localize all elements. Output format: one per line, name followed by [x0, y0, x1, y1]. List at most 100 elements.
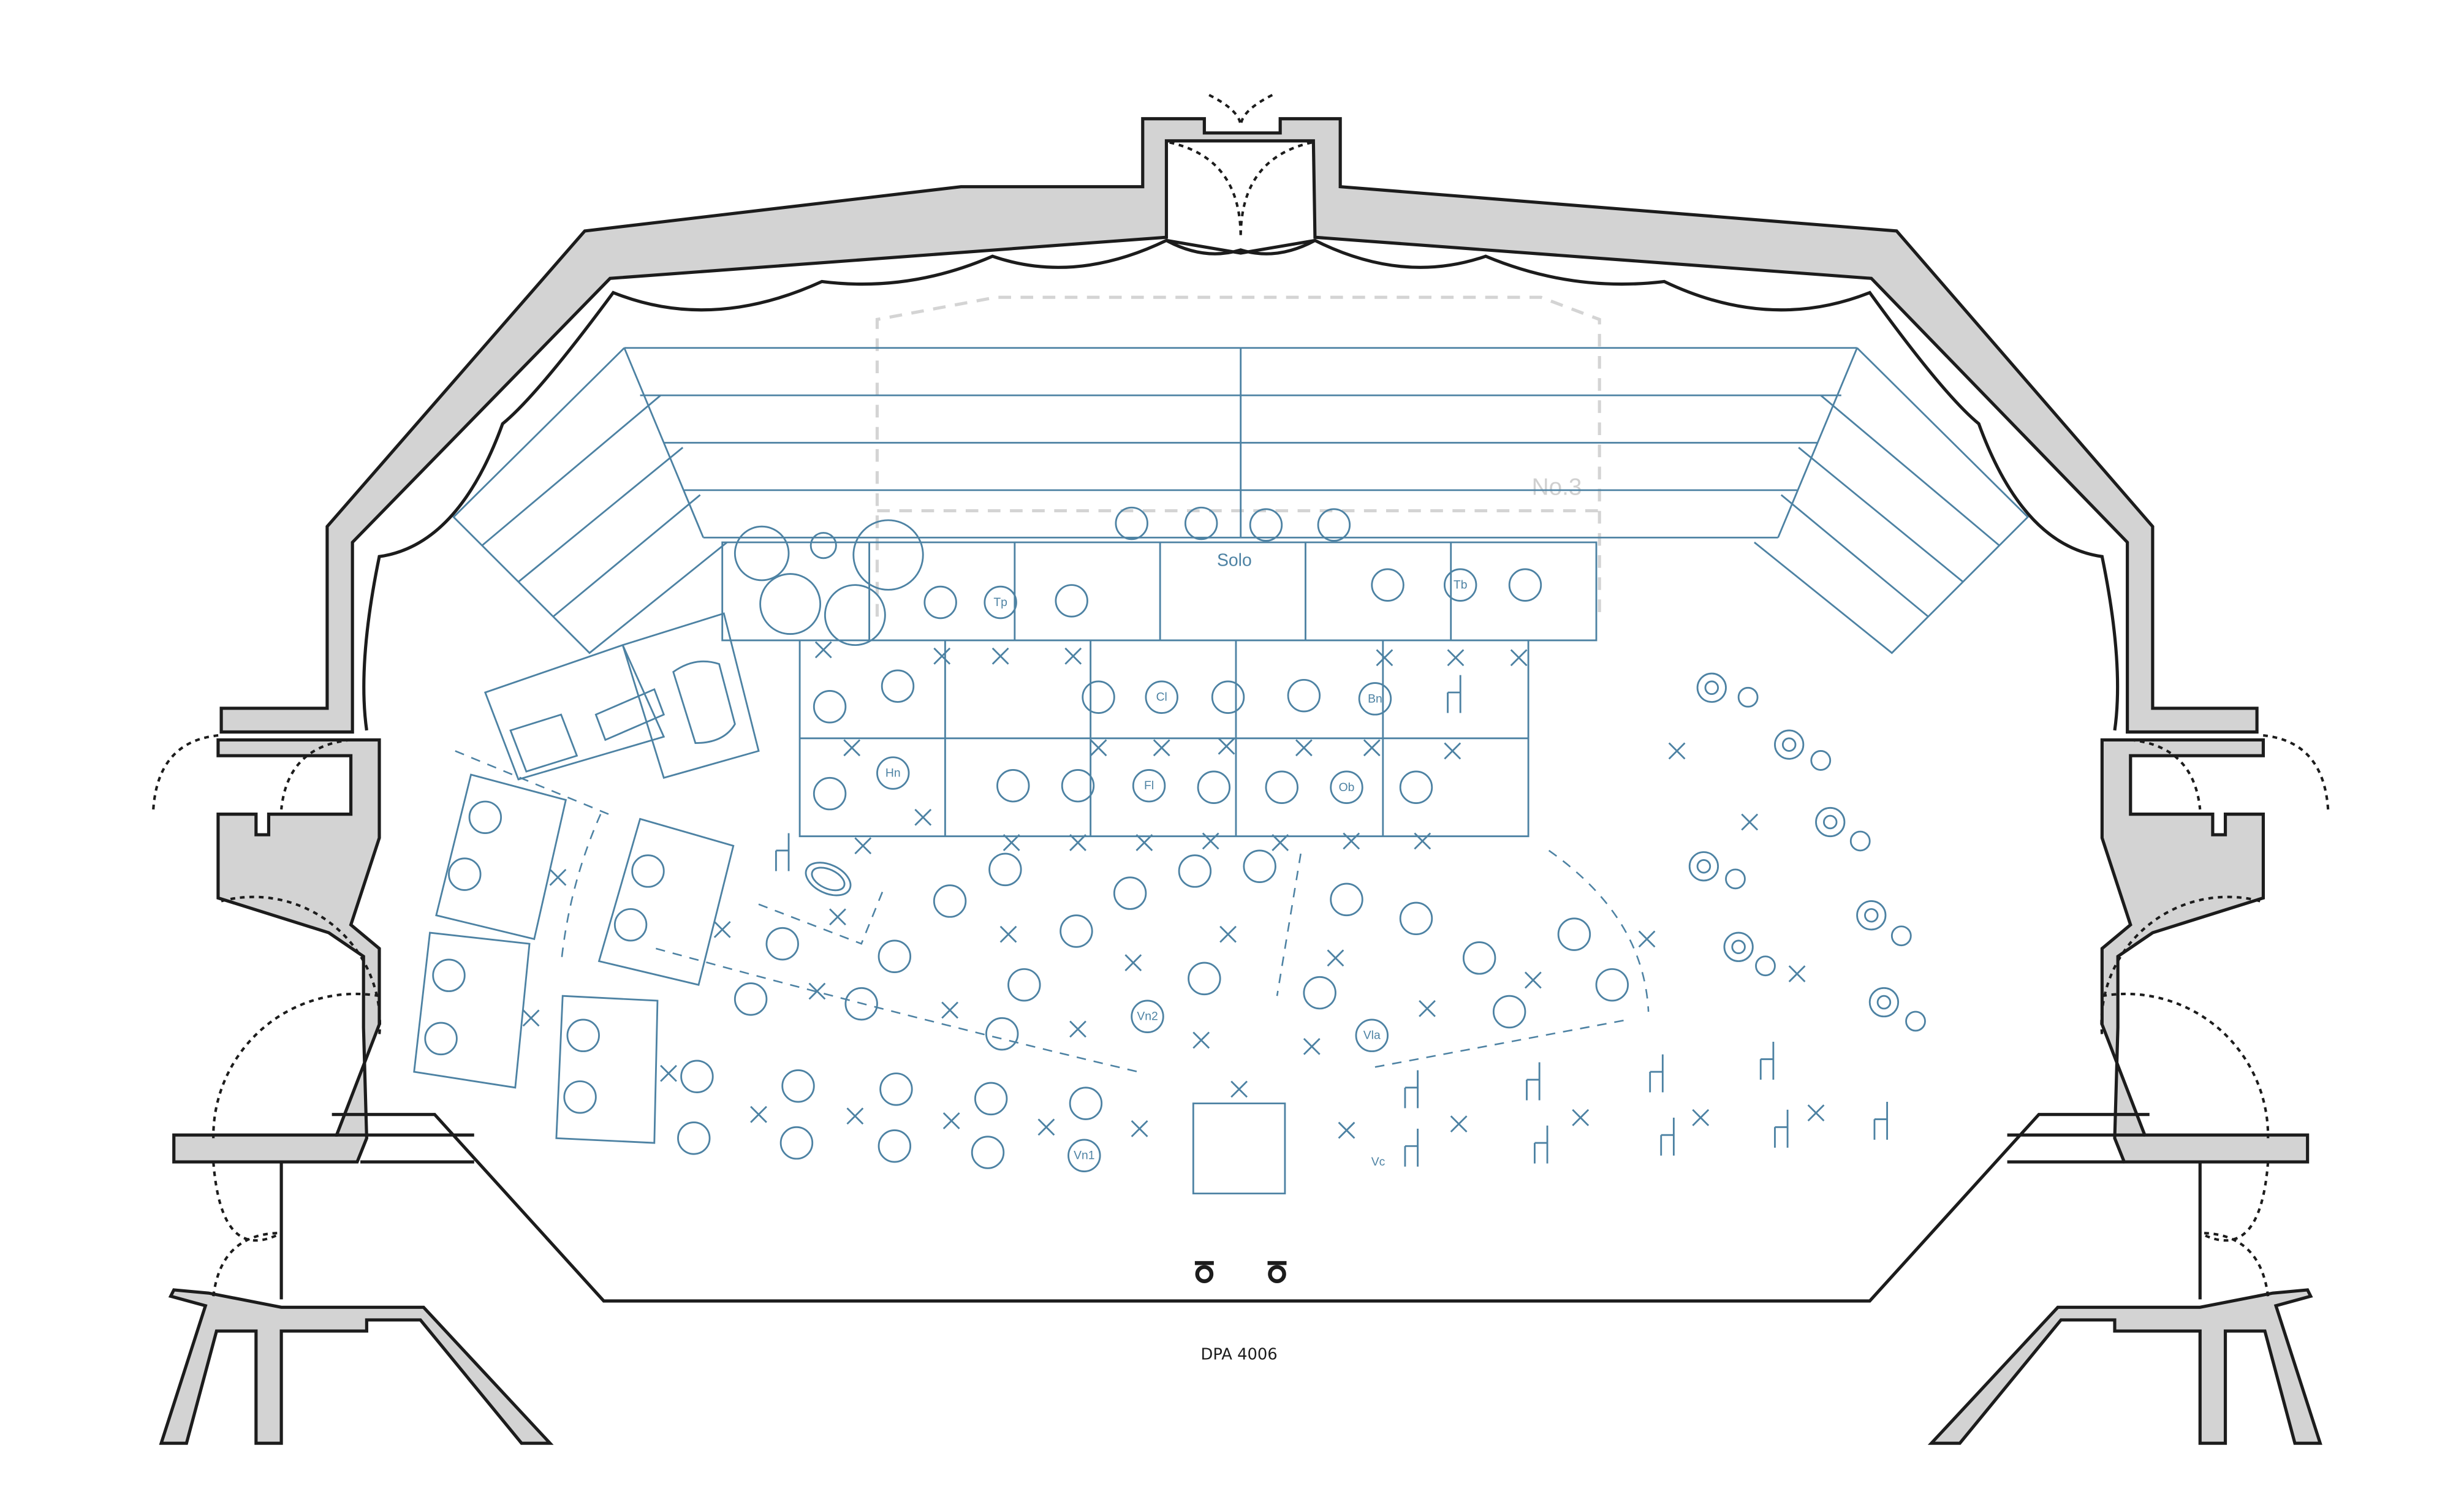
player-chair-circle — [1399, 770, 1433, 804]
player-chair-circle — [923, 585, 957, 620]
player-chair-circle — [1737, 686, 1759, 708]
player-chair-circle — [1055, 584, 1088, 618]
music-stand-cross-icon — [1303, 1037, 1321, 1055]
music-stand-cross-icon — [1230, 1080, 1248, 1098]
microphone-icon — [1194, 1261, 1214, 1283]
curtain-scallops — [362, 238, 2120, 731]
label-trombone: Tb — [1454, 578, 1468, 592]
player-chair-circle — [613, 908, 648, 942]
player-chair-circle — [1688, 851, 1719, 882]
right-side-wall — [2100, 738, 2310, 1164]
player-chair-circle — [1755, 955, 1776, 977]
music-stand-cross-icon — [991, 647, 1009, 665]
player-chair-circle — [1595, 968, 1629, 1002]
player-chair-circle — [971, 1136, 1005, 1169]
player-chair-circle — [1317, 508, 1351, 542]
layout-label: No.3 — [1532, 474, 1582, 501]
player-chair-circle — [1781, 737, 1797, 752]
section-labels: Tp Tb Cl Bn Hn Fl Ob Vn2 Vla Vn1 Vc — [885, 578, 1468, 1169]
music-stand-cross-icon — [1343, 832, 1360, 850]
player-chair-circle — [1069, 1086, 1103, 1120]
player-chair-circle — [1868, 987, 1900, 1018]
chair-icon — [1447, 675, 1461, 713]
player-chair-circle — [1731, 939, 1746, 955]
music-stand-cross-icon — [1327, 949, 1344, 967]
music-stand-cross-icon — [1272, 834, 1289, 851]
microphone-label: DPA 4006 — [1201, 1345, 1278, 1363]
player-chair-circle — [1508, 568, 1542, 602]
orchestra-platforms: Solo — [721, 541, 1598, 838]
music-stand-cross-icon — [1447, 649, 1465, 667]
player-chair-circle — [1061, 768, 1095, 803]
music-stand-cross-icon — [1064, 647, 1082, 665]
label-bassoon: Bn — [1368, 692, 1382, 705]
player-chair-circle — [1082, 680, 1115, 714]
player-chair-circle — [468, 800, 502, 834]
music-stand-cross-icon — [1003, 834, 1020, 851]
music-stand-cross-icon — [1037, 1118, 1055, 1136]
music-stand-cross-icon — [941, 1001, 959, 1019]
chair-icon — [1873, 1102, 1889, 1140]
music-stand-cross-icon — [1363, 739, 1381, 757]
music-stand-cross-icon — [1219, 925, 1237, 943]
music-stand-cross-icon — [1131, 1120, 1148, 1137]
music-stand-cross-icon — [1638, 930, 1656, 948]
player-chair-circle — [1197, 770, 1231, 804]
piano-harp-boxes — [413, 612, 1650, 1195]
chair-icon — [1774, 1109, 1789, 1148]
player-chair-circle — [680, 1060, 714, 1093]
player-chair-circle — [1890, 925, 1912, 947]
label-cello: Vc — [1371, 1155, 1386, 1169]
player-chair-circle — [1355, 1018, 1389, 1052]
player-chair-circle — [813, 690, 847, 724]
stage-front-edge — [279, 1113, 2202, 1303]
music-stand-cross-icon — [1153, 739, 1170, 757]
player-chair-circle — [1876, 995, 1892, 1010]
player-chair-circle — [988, 852, 1022, 887]
label-violin2: Vn2 — [1137, 1010, 1158, 1023]
music-stand-cross-icon — [1202, 832, 1219, 850]
player-chair-circle — [424, 1022, 458, 1056]
player-chair-circle — [1330, 770, 1363, 804]
player-chair-circle — [1007, 968, 1041, 1002]
music-stand-cross-icon — [999, 925, 1017, 943]
right-foot-wall — [1927, 1288, 2322, 1445]
music-stand-cross-icon — [1572, 1109, 1590, 1126]
music-stand-cross-icon — [914, 808, 932, 826]
player-chair-circle — [1864, 908, 1879, 923]
door-leaf — [1166, 238, 1316, 255]
music-stand-cross-icon — [1807, 1104, 1825, 1121]
player-chair-circle — [1849, 830, 1871, 852]
player-chair-circle — [1265, 770, 1298, 804]
player-chair-circle — [1723, 931, 1754, 962]
label-horn: Hn — [885, 767, 901, 780]
music-stand-cross-icon — [1338, 1121, 1355, 1139]
chair-icon — [775, 833, 790, 871]
player-chair-circle — [1249, 508, 1283, 542]
music-stand-cross-icon — [1295, 739, 1313, 757]
music-stand-cross-icon — [942, 1112, 960, 1129]
player-chair-circle — [1358, 682, 1392, 716]
music-stand-cross-icon — [1135, 834, 1153, 851]
player-chair-circle — [844, 987, 878, 1021]
music-stand-cross-icon — [549, 868, 567, 886]
chair-icon — [1660, 1117, 1675, 1156]
player-chair-circle — [879, 1072, 913, 1106]
player-chair-circle — [1145, 680, 1178, 714]
music-stand-cross-icon — [1444, 742, 1461, 760]
player-chair-circle — [1905, 1011, 1926, 1032]
player-positions — [424, 506, 1926, 1172]
music-stand-cross-icon — [713, 921, 731, 938]
player-chair-circle — [1399, 901, 1433, 936]
music-stand-cross-icon — [1419, 999, 1436, 1017]
microphone-icon — [1267, 1261, 1287, 1283]
player-chair-circle — [1462, 941, 1496, 975]
player-chair-circle — [974, 1082, 1008, 1116]
player-chair-circle — [996, 768, 1030, 803]
player-chair-circle — [1557, 917, 1591, 951]
music-stand-cross-icon — [1788, 965, 1806, 983]
player-chair-circle — [759, 573, 822, 635]
player-chair-circle — [1704, 680, 1719, 696]
player-chair-circle — [1822, 814, 1838, 830]
music-stand-cross-icon — [1124, 954, 1142, 971]
